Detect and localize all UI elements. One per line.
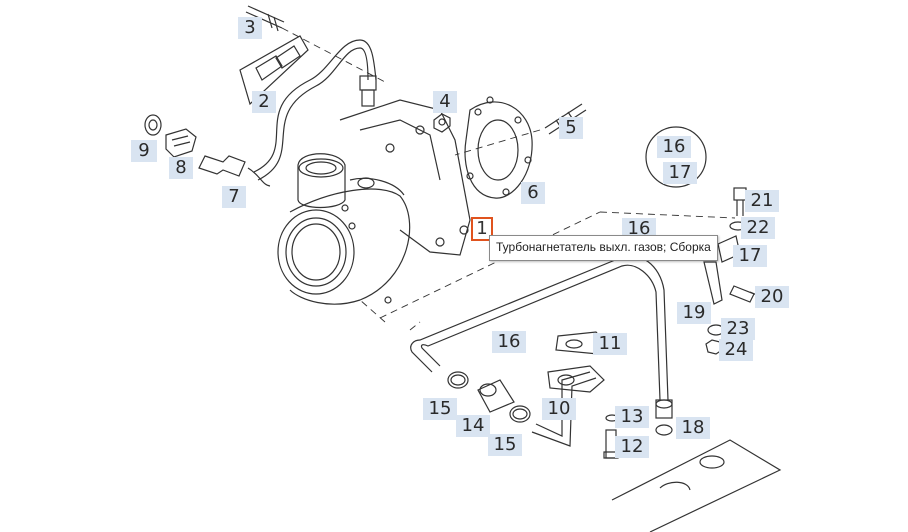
- part-callout[interactable]: 3: [238, 17, 262, 39]
- banjo-bolt-icon: [165, 128, 197, 158]
- part-callout[interactable]: 9: [131, 140, 157, 162]
- part-callout[interactable]: 21: [745, 190, 779, 212]
- part-callout[interactable]: 13: [615, 406, 649, 428]
- part-callout[interactable]: 10: [542, 398, 576, 420]
- part-callout[interactable]: 16: [492, 331, 526, 353]
- part-callout[interactable]: 11: [593, 333, 627, 355]
- pipe-fitting-icon: [198, 155, 271, 187]
- part-callout[interactable]: 5: [559, 117, 583, 139]
- hose-clamp-icon: [509, 405, 531, 423]
- part-callout[interactable]: 8: [169, 157, 193, 179]
- part-callout[interactable]: 22: [741, 217, 775, 239]
- exhaust-gasket-icon: [464, 96, 533, 199]
- part-callout[interactable]: 4: [433, 91, 457, 113]
- nut-icon: [433, 113, 451, 133]
- hose-icon: [477, 379, 515, 413]
- hose-clamp-icon: [447, 371, 469, 389]
- part-callout[interactable]: 2: [252, 91, 276, 113]
- part-tooltip: Турбонагнетатель выхл. газов; Сборка: [489, 235, 718, 261]
- detail-circle-icon: [645, 126, 707, 188]
- turbocharger-icon: [277, 99, 471, 305]
- oil-feed-pipe-icon: [253, 39, 377, 181]
- part-callout[interactable]: 20: [755, 286, 789, 308]
- part-callout[interactable]: 18: [676, 417, 710, 439]
- washer-icon: [144, 114, 162, 136]
- part-callout[interactable]: 15: [423, 398, 457, 420]
- part-callout[interactable]: 7: [222, 186, 246, 208]
- part-callout[interactable]: 12: [615, 436, 649, 458]
- part-callout[interactable]: 14: [456, 415, 490, 437]
- engine-block-icon: [611, 439, 782, 532]
- part-callout-selected[interactable]: 1: [471, 217, 493, 241]
- part-callout[interactable]: 16: [622, 218, 656, 240]
- stud-icon: [245, 5, 285, 32]
- part-callout[interactable]: 6: [521, 182, 545, 204]
- part-callout[interactable]: 23: [721, 318, 755, 340]
- flange-gasket-icon: [239, 35, 309, 106]
- part-callout[interactable]: 15: [488, 434, 522, 456]
- part-callout[interactable]: 17: [663, 162, 697, 184]
- part-callout[interactable]: 19: [677, 302, 711, 324]
- part-callout[interactable]: 16: [657, 136, 691, 158]
- part-callout[interactable]: 24: [719, 339, 753, 361]
- part-callout[interactable]: 17: [733, 245, 767, 267]
